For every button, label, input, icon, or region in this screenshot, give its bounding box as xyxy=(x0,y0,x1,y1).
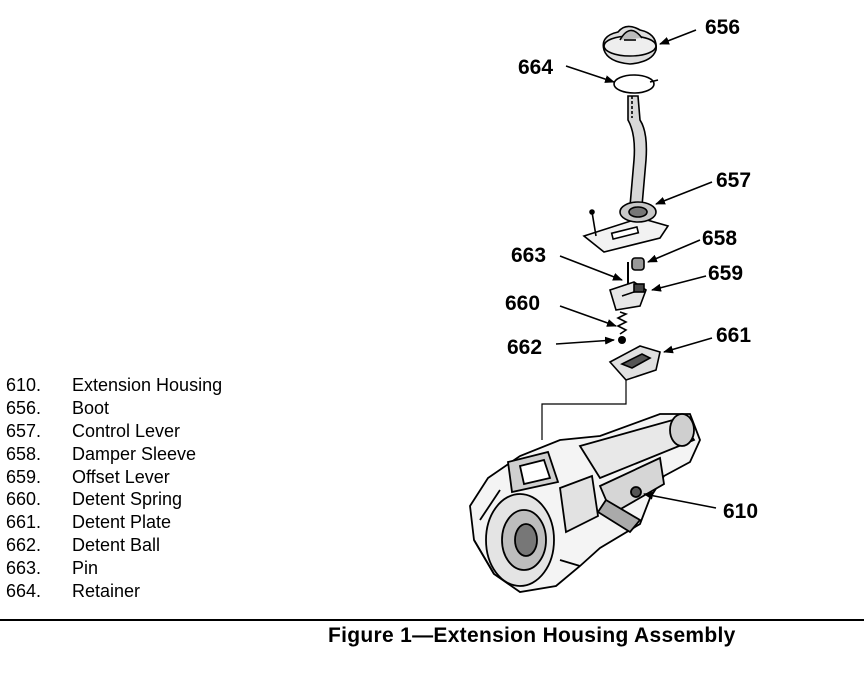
legend-item: 656. Boot xyxy=(6,397,222,420)
control-lever-shaft xyxy=(627,95,648,207)
legend-item: 662. Detent Ball xyxy=(6,534,222,557)
legend-number: 659. xyxy=(6,466,42,487)
legend-name: Offset Lever xyxy=(72,466,170,487)
legend-name: Retainer xyxy=(72,581,141,602)
legend-name: Boot xyxy=(72,397,110,418)
callout-610: 610 xyxy=(723,500,758,523)
callout-659: 659 xyxy=(708,262,743,285)
detent-spring-part xyxy=(616,311,629,335)
legend-name: Detent Ball xyxy=(72,535,161,556)
offset-lever-part xyxy=(609,281,647,311)
assembly-guide-line xyxy=(541,380,627,440)
control-lever-base xyxy=(582,201,670,253)
legend-number: 662. xyxy=(6,535,42,556)
legend-item: 663. Pin xyxy=(6,557,222,580)
legend-item: 657. Control Lever xyxy=(6,420,222,443)
legend-name: Control Lever xyxy=(72,420,181,441)
callout-662: 662 xyxy=(507,336,542,359)
detent-ball-part xyxy=(618,336,626,344)
legend-number: 664. xyxy=(6,581,42,602)
legend-item: 661. Detent Plate xyxy=(6,511,222,534)
legend-name: Damper Sleeve xyxy=(72,443,197,464)
callout-663: 663 xyxy=(511,244,546,267)
legend-item: 659. Offset Lever xyxy=(6,466,222,489)
legend-item: 610. Extension Housing xyxy=(6,374,222,397)
legend-name: Extension Housing xyxy=(72,375,223,395)
legend-item: 664. Retainer xyxy=(6,580,222,603)
legend-item: 658. Damper Sleeve xyxy=(6,443,222,466)
callout-656: 656 xyxy=(705,16,740,39)
callout-660: 660 xyxy=(505,292,540,315)
legend-number: 663. xyxy=(6,558,42,579)
callout-661: 661 xyxy=(716,324,751,347)
extension-housing-part xyxy=(469,413,701,593)
legend-name: Detent Spring xyxy=(72,489,183,510)
legend-number: 660. xyxy=(6,489,42,510)
legend-number: 610. xyxy=(6,375,42,395)
boot-part xyxy=(602,25,657,65)
legend-number: 661. xyxy=(6,512,42,533)
figure-caption: Figure 1—Extension Housing Assembly xyxy=(328,624,736,647)
callout-658: 658 xyxy=(702,227,737,250)
legend-number: 657. xyxy=(6,420,42,441)
legend-name: Pin xyxy=(72,558,99,579)
parts-legend: 610. Extension Housing 656. Boot 657. Contr… xyxy=(6,374,222,603)
callout-664: 664 xyxy=(518,56,553,79)
legend-item: 660. Detent Spring xyxy=(6,488,222,511)
caption-divider xyxy=(0,619,864,621)
legend-number: 656. xyxy=(6,397,42,418)
detent-plate-part xyxy=(608,345,661,381)
callout-657: 657 xyxy=(716,169,751,192)
legend-number: 658. xyxy=(6,443,42,464)
retainer-part xyxy=(613,74,659,94)
legend-name: Detent Plate xyxy=(72,512,172,533)
damper-sleeve-part xyxy=(631,257,645,271)
leader-lines xyxy=(555,29,717,509)
